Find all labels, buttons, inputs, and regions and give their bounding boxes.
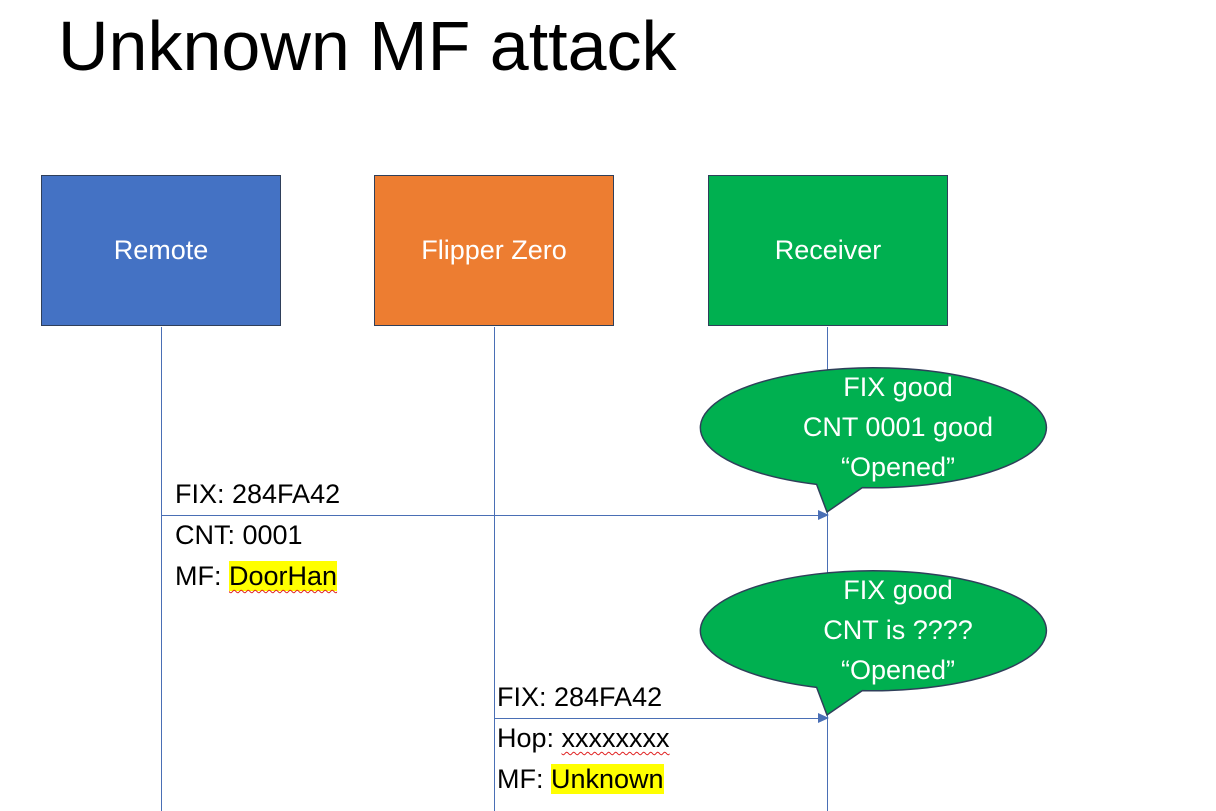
bubble-2-line-2: CNT is ???? <box>823 615 973 645</box>
remote-box: Remote <box>41 175 281 326</box>
bubble-2-line-1: FIX good <box>843 575 953 605</box>
flipper-zero-box: Flipper Zero <box>374 175 614 326</box>
receiver-lifeline <box>827 327 828 811</box>
message-2-hop-prefix: Hop: <box>497 723 562 753</box>
receiver-label: Receiver <box>774 235 882 265</box>
flipper-zero-lifeline <box>494 327 495 811</box>
arrowhead-icon <box>818 510 829 520</box>
bubble-1-line-1: FIX good <box>843 372 953 402</box>
bubble-1-line-2: CNT 0001 good <box>802 412 994 442</box>
remote-lifeline <box>161 327 162 811</box>
bubble-2-text: FIX good CNT is ???? “Opened” <box>725 570 1071 690</box>
bubble-1-text: FIX good CNT 0001 good “Opened” <box>725 367 1071 487</box>
message-2-mf: MF: Unknown <box>497 763 664 795</box>
message-1-arrow <box>162 510 829 520</box>
message-2-mf-prefix: MF: <box>497 764 551 794</box>
message-2-arrow <box>495 713 829 723</box>
arrowhead-icon <box>818 713 829 723</box>
message-2-fix: FIX: 284FA42 <box>497 682 663 712</box>
bubble-1-shape <box>699 366 1048 514</box>
message-2-hop-value: xxxxxxxx <box>561 723 670 753</box>
page-title: Unknown MF attack <box>58 7 677 85</box>
bubble-2-shape <box>699 569 1048 717</box>
message-1-cnt: CNT: 0001 <box>175 520 303 550</box>
message-1-mf-value: DoorHan <box>229 561 338 591</box>
bubble-2-line-3: “Opened” <box>840 655 956 685</box>
message-1-mf: MF: DoorHan <box>175 560 338 592</box>
message-2-hop: Hop: xxxxxxxx <box>497 722 670 754</box>
remote-label: Remote <box>113 235 209 265</box>
message-1-fix: FIX: 284FA42 <box>175 479 341 509</box>
receiver-box: Receiver <box>708 175 948 326</box>
message-2-mf-value: Unknown <box>551 764 664 794</box>
flipper-zero-label: Flipper Zero <box>421 235 567 265</box>
message-1-mf-prefix: MF: <box>175 561 229 591</box>
bubble-1-line-3: “Opened” <box>840 452 956 482</box>
